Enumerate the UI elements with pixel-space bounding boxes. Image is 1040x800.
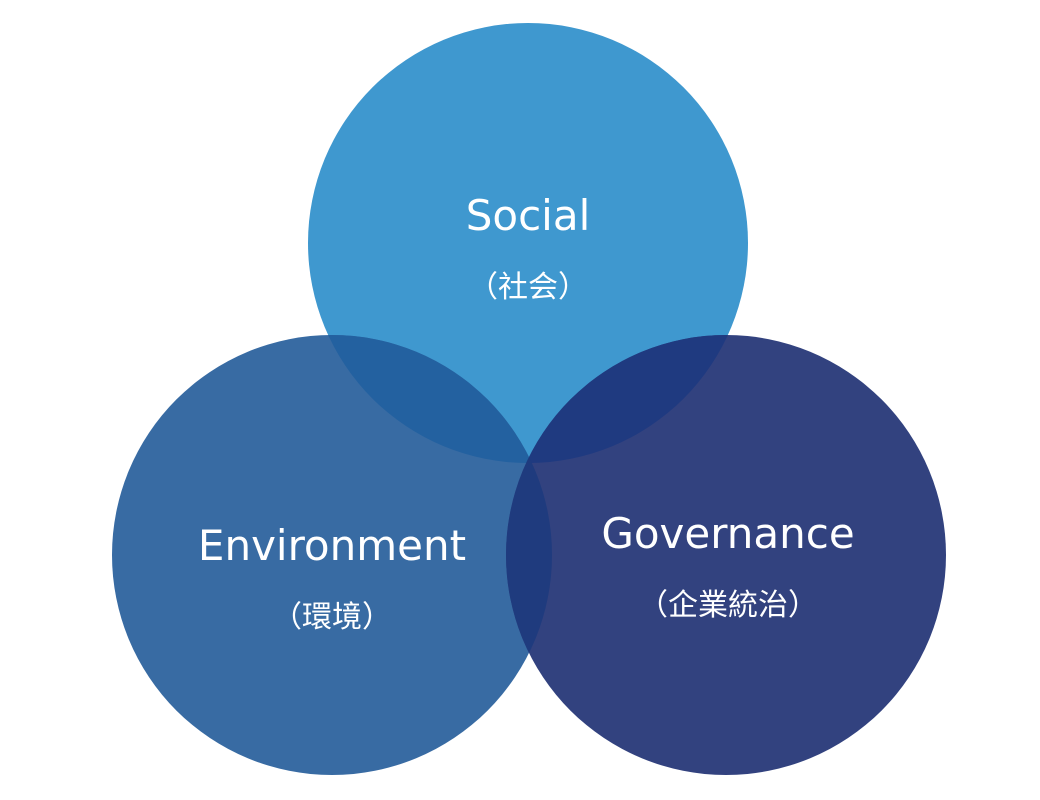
governance-circle xyxy=(506,335,946,775)
environment-title: Environment xyxy=(198,521,466,570)
governance-subtitle: （企業統治） xyxy=(638,588,818,623)
social-title: Social xyxy=(466,191,591,240)
governance-title: Governance xyxy=(601,509,854,558)
environment-subtitle: （環境） xyxy=(272,600,392,635)
overlap-social-environment xyxy=(308,335,552,463)
social-subtitle: （社会） xyxy=(468,270,588,305)
